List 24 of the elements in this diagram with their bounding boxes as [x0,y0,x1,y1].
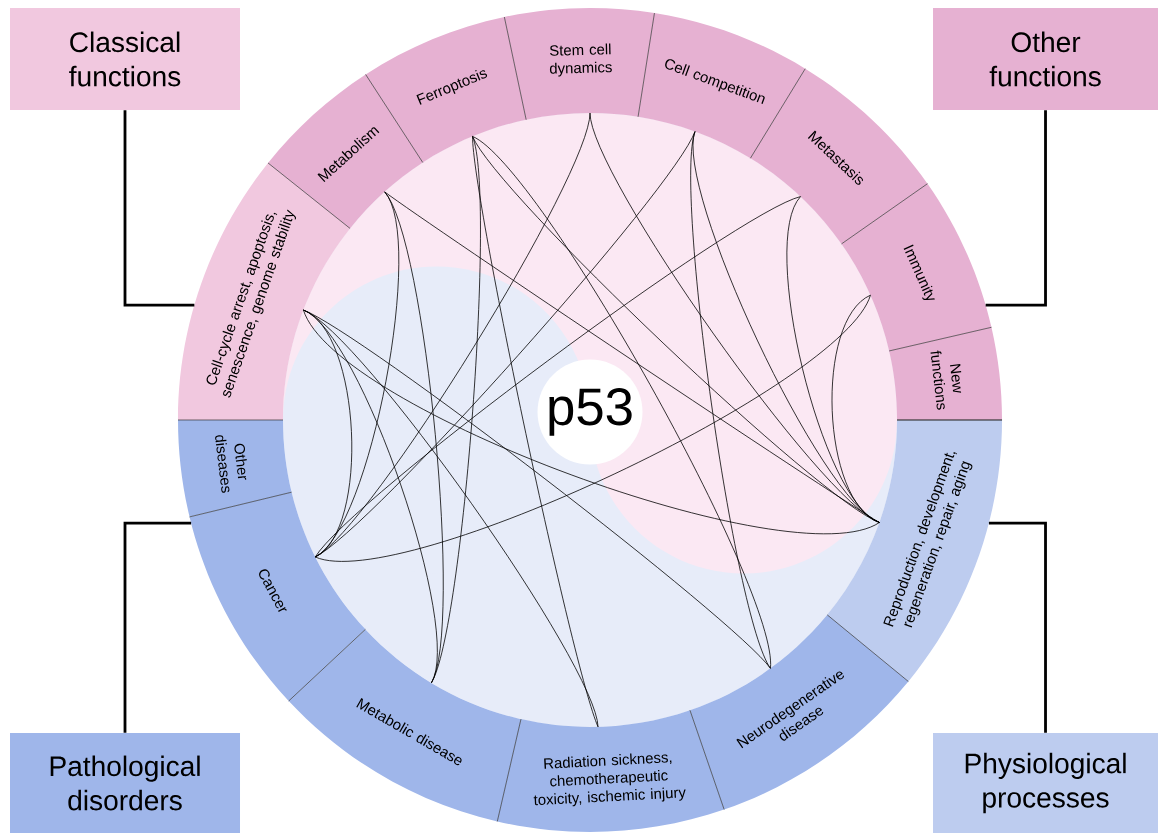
ring-segment: New functions [889,327,1002,420]
chord-line [314,294,871,562]
chord-line [314,131,696,558]
ring-segment: Other diseases [178,420,292,517]
ring-segment: Stem cell dynamics [504,7,655,120]
chord-line [303,309,771,669]
chord-line [314,196,801,558]
node-label: Stem cell dynamics [549,43,612,77]
bracket-line [123,110,195,307]
category-box: Pathological disorders [10,733,240,833]
chord-line [831,294,880,523]
bracket-line [985,110,1047,307]
node-label: Radiation sickness, chemotherapeutic toxicity, ischemic injury [533,753,686,807]
ring-segment: Radiation sickness, chemotherapeutic toxicity, ischemic injury [497,710,725,832]
bracket-line [988,521,1047,733]
chord-line [472,135,599,728]
category-box: Classical functions [10,8,240,110]
chord-line [303,309,880,534]
category-box: Other functions [933,8,1158,110]
chord-line [472,135,771,669]
bracket-line [123,521,192,733]
node-label: Other diseases [215,435,247,493]
node-label: New functions [930,350,962,410]
category-box: Physiological processes [933,733,1158,833]
